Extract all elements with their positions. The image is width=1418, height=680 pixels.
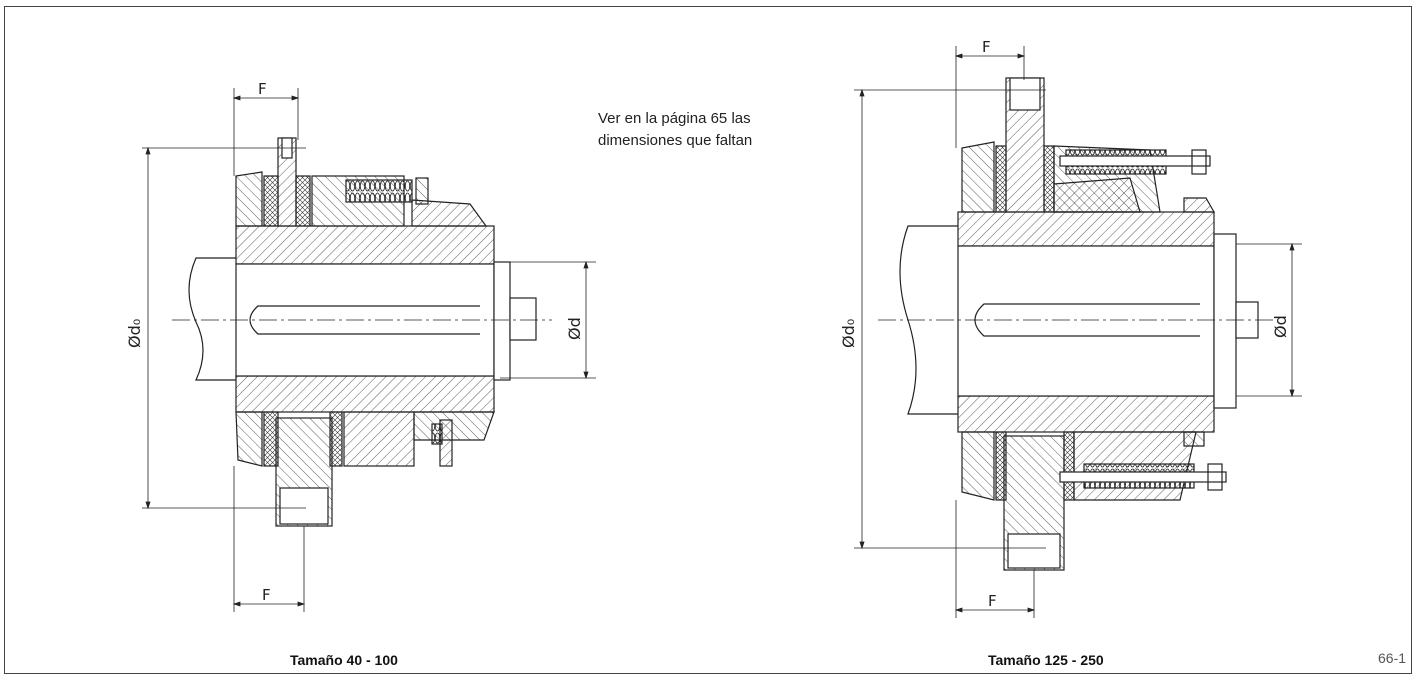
left-dim-f-top: F: [258, 80, 267, 98]
right-dim-f-top: F: [982, 38, 991, 56]
note-line-1: Ver en la página 65 las: [598, 110, 751, 127]
left-hub-upper: [235, 225, 495, 265]
right-hub-lower: [957, 395, 1215, 433]
left-dimensions: [142, 88, 596, 612]
left-hub-lower: [235, 375, 495, 413]
left-caption: Tamaño 40 - 100: [290, 652, 398, 668]
left-shaft: [188, 257, 236, 381]
reference-note: Ver en la página 65 las dimensiones que …: [598, 108, 752, 152]
left-dim-d0: Ød₀: [125, 319, 144, 348]
right-dim-d0: Ød₀: [839, 319, 858, 348]
left-keyway: [249, 305, 480, 335]
right-clutch-drawing: [878, 77, 1278, 571]
right-dim-d: Ød: [1271, 315, 1290, 338]
left-clutch-drawing: [172, 137, 552, 527]
note-line-2: dimensiones que faltan: [598, 132, 753, 149]
page-number: 66-1: [1378, 650, 1407, 666]
left-dim-f-bottom: F: [262, 586, 271, 604]
left-spring-upper: [345, 179, 413, 203]
right-dimensions: [854, 46, 1302, 618]
left-dim-d: Ød: [565, 317, 584, 340]
right-hub-upper: [957, 211, 1215, 247]
right-caption: Tamaño 125 - 250: [988, 652, 1104, 668]
right-dim-f-bottom: F: [988, 592, 997, 610]
page-frame: [4, 6, 1412, 674]
